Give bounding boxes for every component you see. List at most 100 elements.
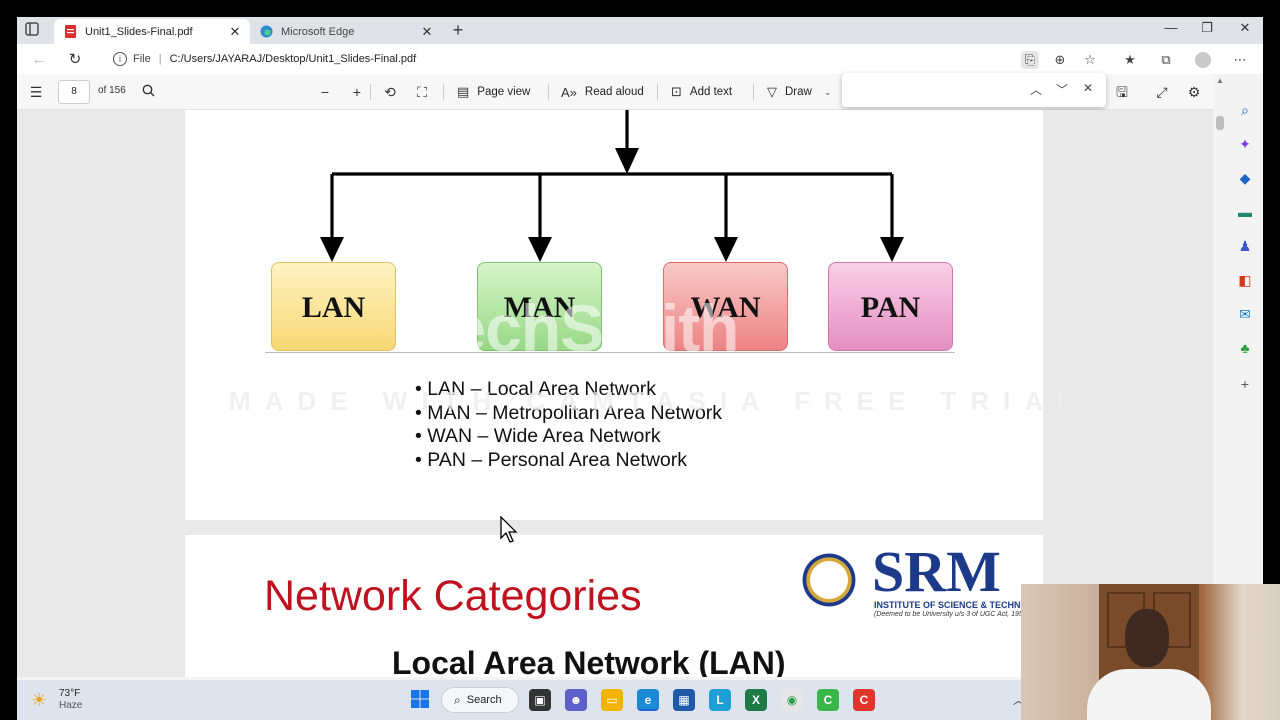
close-find-icon[interactable]: ✕ — [1082, 81, 1094, 95]
find-previous-icon[interactable]: ︿ — [1029, 83, 1042, 97]
teams-icon[interactable]: ☻ — [565, 689, 587, 711]
address-bar: ← ↻ i File | C:/Users/JAYARAJ/Desktop/Un… — [17, 44, 1263, 74]
srm-seal-logo — [794, 549, 864, 611]
lan-box: LAN — [271, 262, 396, 351]
scroll-thumb[interactable] — [1216, 116, 1224, 130]
slide-title: Network Categories — [264, 572, 642, 620]
copilot-icon[interactable]: ✦ — [1239, 136, 1251, 152]
chevron-down-icon[interactable]: ⌄ — [823, 86, 832, 97]
draw-label: Draw — [785, 86, 812, 98]
page-view-button[interactable]: ▤ Page view — [457, 82, 530, 102]
close-window-icon[interactable]: ✕ — [1239, 20, 1251, 35]
toolbar-divider — [657, 84, 658, 100]
shopping-tag-icon[interactable]: ◆ — [1239, 170, 1251, 186]
page-view-label: Page view — [477, 86, 531, 98]
search-icon[interactable] — [139, 83, 157, 101]
find-bar: ︿ ﹀ ✕ — [842, 73, 1106, 107]
zoom-out-icon[interactable]: − — [320, 84, 330, 100]
fit-page-icon[interactable]: ⛶ — [417, 84, 427, 100]
collections-icon[interactable]: ⧉ — [1161, 52, 1171, 67]
list-item: MAN – Metropolitan Area Network — [415, 402, 722, 426]
scheme-label: File — [133, 53, 151, 65]
add-text-label: Add text — [689, 86, 733, 98]
read-aloud-label: Read aloud — [584, 86, 644, 98]
minimize-icon[interactable]: — — [1164, 20, 1178, 35]
presenter-head — [1125, 609, 1169, 667]
profile-avatar[interactable] — [1195, 52, 1211, 68]
mouse-cursor-icon — [500, 516, 518, 543]
draw-icon: ▽ — [767, 84, 777, 99]
search-icon[interactable]: ⌕ — [1241, 102, 1249, 118]
translate-icon[interactable]: ⎘ — [1021, 51, 1039, 69]
srm-institute-text: INSTITUTE OF SCIENCE & TECHNOLOGY — [874, 600, 1054, 610]
chrome-icon[interactable]: ◉ — [781, 689, 803, 711]
favorites-icon[interactable]: ★ — [1124, 52, 1136, 67]
tab-pdf[interactable]: Unit1_Slides-Final.pdf ✕ — [54, 19, 250, 44]
outlook-icon[interactable]: ✉ — [1239, 306, 1251, 322]
file-explorer-icon[interactable]: ▭ — [601, 689, 623, 711]
office-icon[interactable]: ◧ — [1238, 272, 1252, 288]
close-tab-icon[interactable]: ✕ — [229, 23, 241, 39]
pan-box: PAN — [828, 262, 953, 351]
wan-box: WAN — [663, 262, 788, 351]
vertical-scrollbar[interactable]: ▲ — [1213, 74, 1227, 677]
scroll-up-icon[interactable]: ▲ — [1216, 76, 1224, 85]
list-item: WAN – Wide Area Network — [415, 425, 722, 449]
camtasia-green-icon[interactable]: C — [817, 689, 839, 711]
tab-actions-icon[interactable] — [25, 22, 45, 40]
list-item: PAN – Personal Area Network — [415, 449, 722, 473]
back-arrow-icon[interactable]: ← — [31, 51, 47, 68]
settings-gear-icon[interactable]: ⚙ — [1187, 84, 1201, 100]
edge-sidebar: ⌕ ✦ ◆ ▬ ♟ ◧ ✉ ♣ + — [1227, 74, 1263, 677]
list-item: LAN – Local Area Network — [415, 378, 722, 402]
url-separator: | — [158, 53, 162, 65]
task-view-icon[interactable]: ▣ — [529, 689, 551, 711]
add-favorite-icon[interactable]: ☆ — [1084, 52, 1096, 67]
weather-widget[interactable]: ☀ 73°F Haze — [31, 688, 82, 712]
more-menu-icon[interactable]: ⋯ — [1233, 52, 1247, 67]
url-field[interactable]: i File | C:/Users/JAYARAJ/Desktop/Unit1_… — [105, 48, 1185, 70]
new-tab-button[interactable]: + — [452, 20, 464, 40]
zoom-icon[interactable]: ⊕ — [1054, 52, 1066, 67]
rotate-icon[interactable]: ⟲ — [384, 84, 396, 100]
system-tray-chevron-icon[interactable]: ︿ — [1013, 695, 1024, 707]
close-tab-icon[interactable]: ✕ — [421, 23, 433, 39]
store-icon[interactable]: ▦ — [673, 689, 695, 711]
camtasia-watermark: MADE WITH CAMTASIA FREE TRIAL — [229, 386, 1088, 416]
tree-icon[interactable]: ♣ — [1240, 340, 1250, 356]
taskbar-search[interactable]: ⌕ Search — [441, 687, 519, 713]
games-icon[interactable]: ♟ — [1238, 238, 1252, 254]
refresh-icon[interactable]: ↻ — [68, 51, 82, 68]
page-number-input[interactable]: 8 — [58, 80, 90, 104]
browser-window: Unit1_Slides-Final.pdf ✕ Microsoft Edge … — [17, 17, 1263, 720]
app-l-icon[interactable]: L — [709, 689, 731, 711]
windows-start-icon[interactable] — [409, 689, 431, 711]
add-text-button[interactable]: ⊡ Add text — [671, 82, 732, 102]
tab-edge[interactable]: Microsoft Edge ✕ — [250, 19, 442, 44]
tab-title: Microsoft Edge — [281, 25, 355, 38]
info-icon[interactable]: i — [113, 52, 127, 66]
read-aloud-icon: A» — [561, 84, 577, 100]
webcam-overlay — [1021, 584, 1280, 720]
man-box: MAN — [477, 262, 602, 351]
excel-icon[interactable]: X — [745, 689, 767, 711]
add-text-icon: ⊡ — [671, 84, 682, 99]
tools-icon[interactable]: ▬ — [1238, 204, 1252, 220]
restore-icon[interactable]: ❐ — [1201, 20, 1213, 35]
edge-taskbar-icon[interactable]: e — [637, 689, 659, 711]
search-label: Search — [466, 694, 502, 706]
read-aloud-button[interactable]: A» Read aloud — [561, 82, 644, 102]
draw-button[interactable]: ▽ Draw ⌄ — [767, 82, 831, 102]
zoom-in-icon[interactable]: + — [352, 84, 362, 100]
pdf-page: Network Categories SRM INSTITUTE OF SCIE… — [185, 535, 1053, 677]
pdf-document-area[interactable]: LAN MAN WAN PAN TechSmith LAN – Local Ar… — [17, 110, 1213, 677]
fullscreen-icon[interactable]: ⤢ — [1156, 84, 1168, 100]
find-next-icon[interactable]: ﹀ — [1055, 83, 1068, 97]
camtasia-red-icon[interactable]: C — [853, 689, 875, 711]
save-icon[interactable]: 🖫 — [1116, 84, 1128, 100]
add-sidebar-app-icon[interactable]: + — [1240, 376, 1250, 392]
contents-icon[interactable]: ☰ — [29, 84, 43, 100]
edge-logo-icon — [260, 25, 273, 38]
weather-sun-icon: ☀ — [31, 690, 48, 710]
network-types-list: LAN – Local Area Network MAN – Metropoli… — [415, 378, 722, 472]
